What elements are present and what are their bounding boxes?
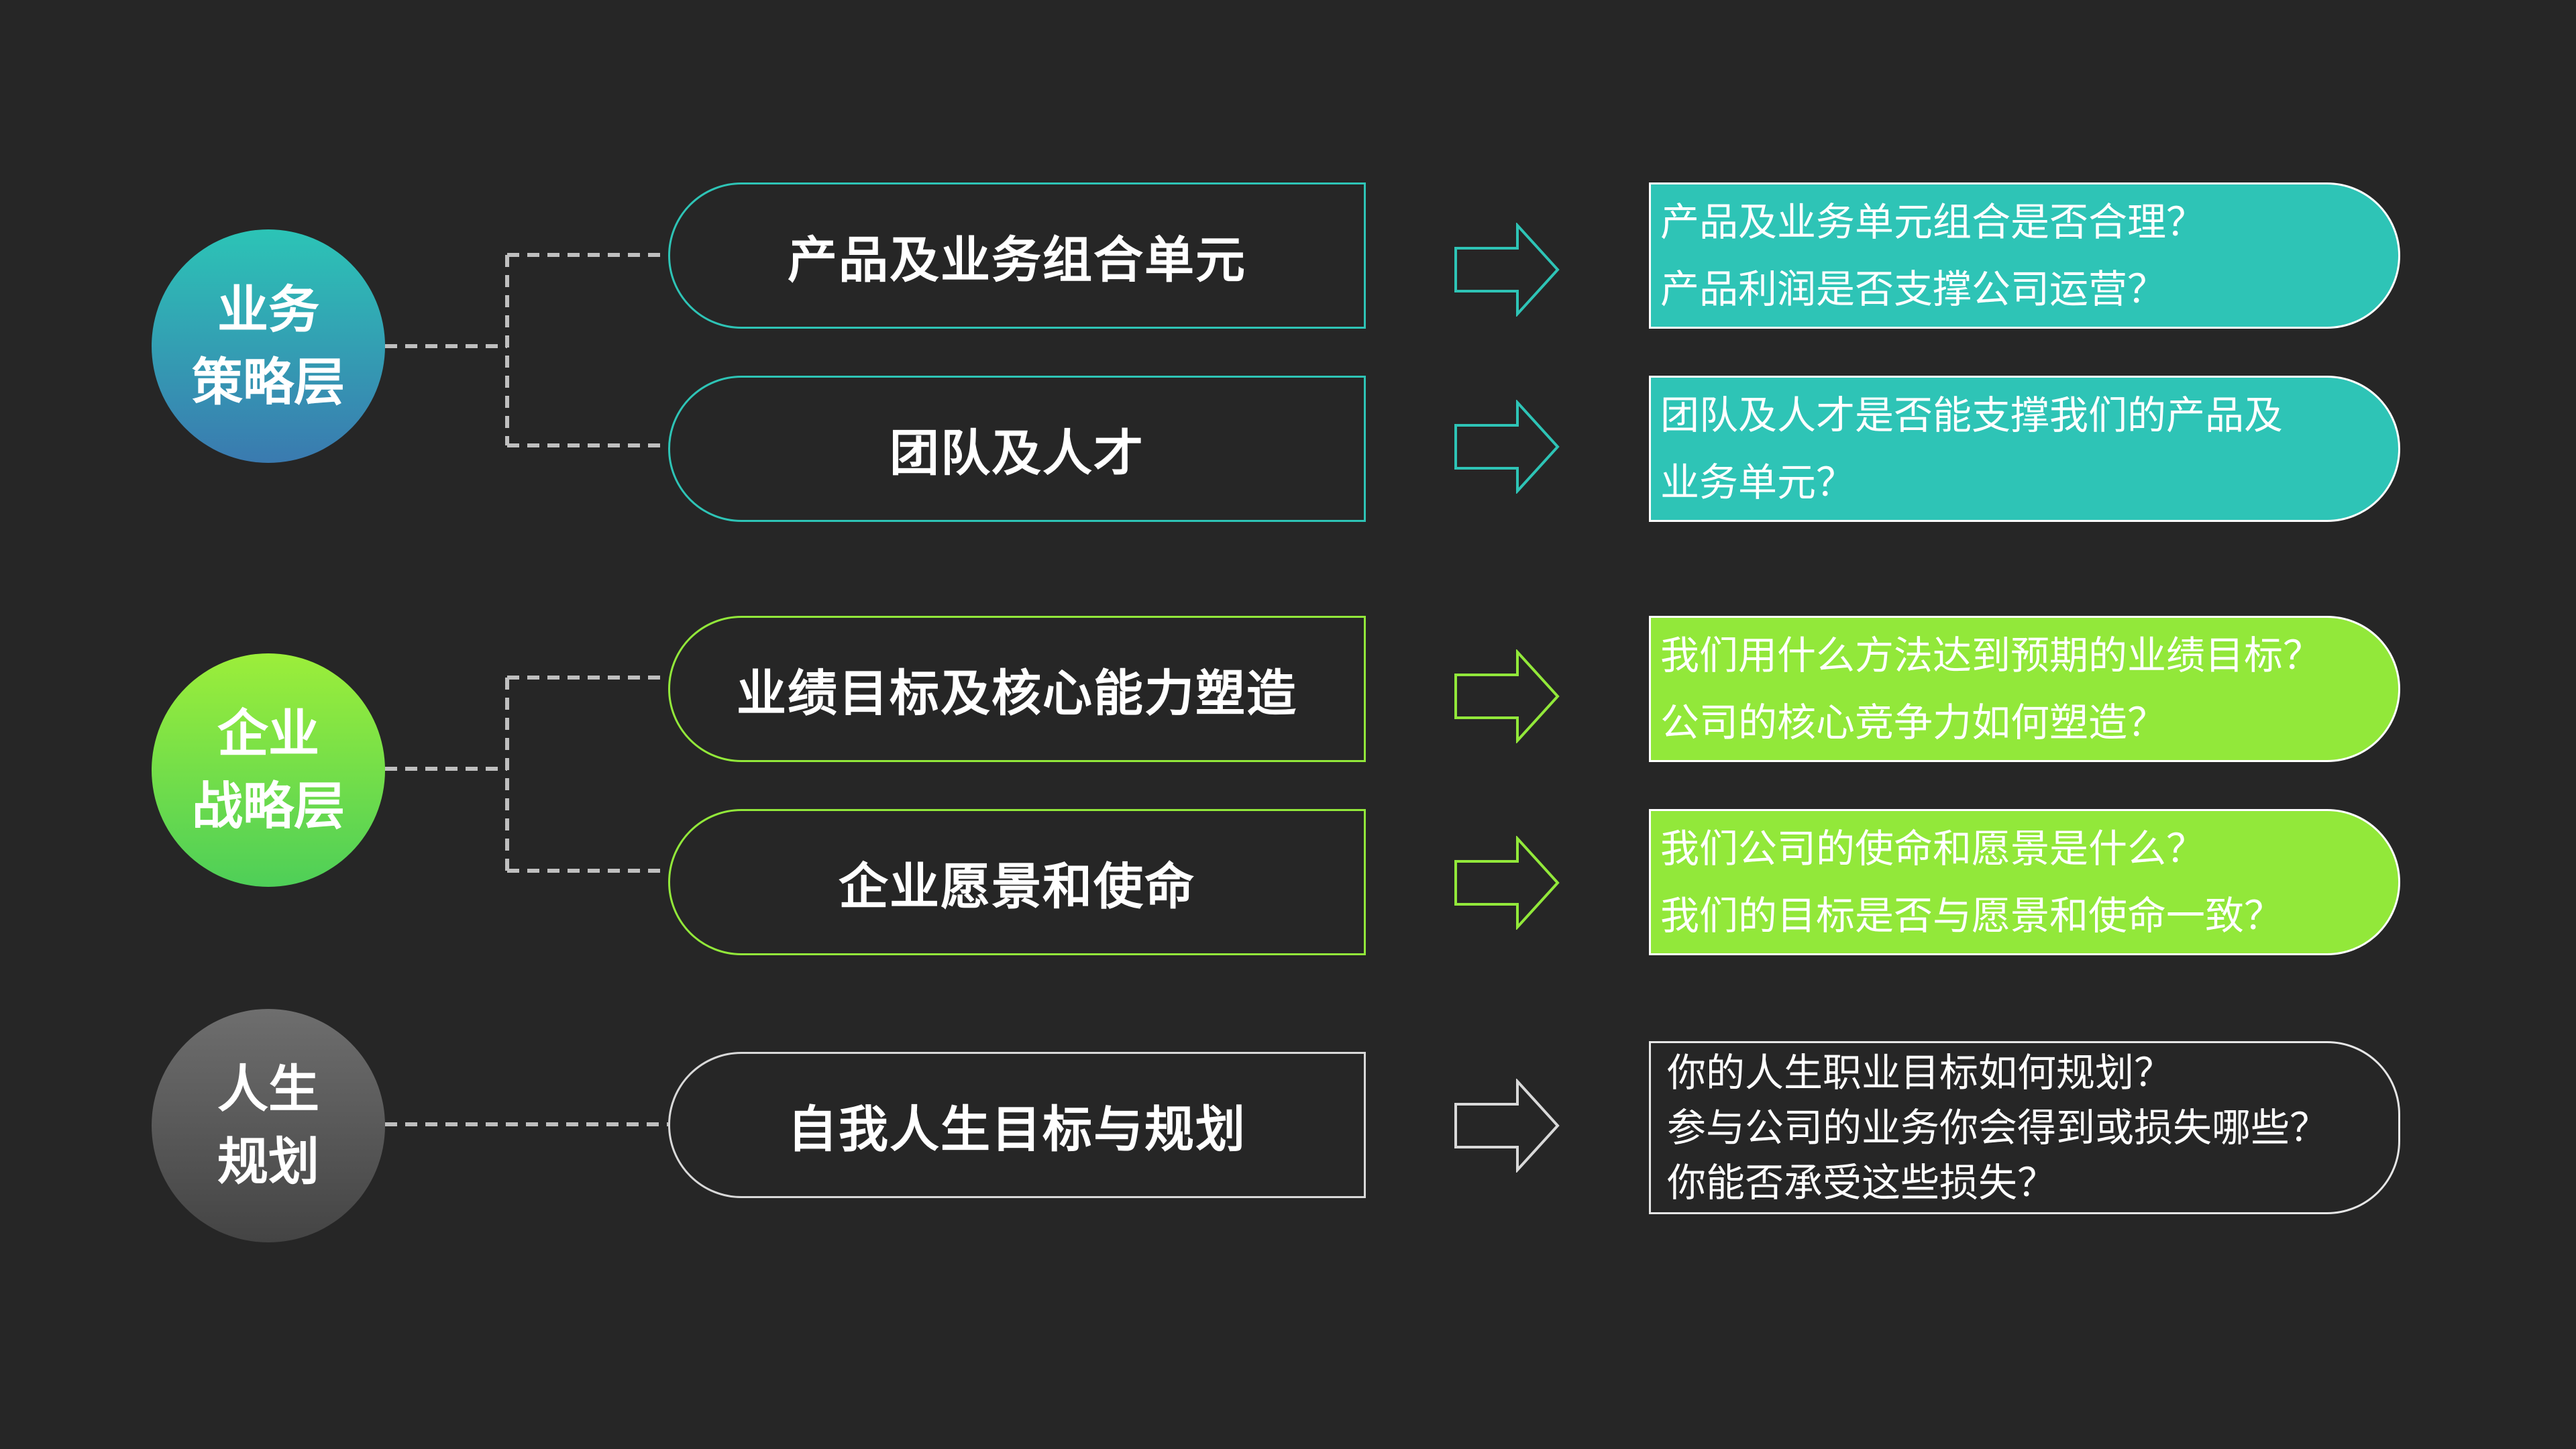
- question-box-product-portfolio: 产品及业务单元组合是否合理？ 产品利润是否支撑公司运营？: [1649, 182, 2400, 329]
- connector-business-strategy: [385, 253, 668, 447]
- question-line: 你能否承受这些损失？: [1667, 1160, 2057, 1205]
- right-arrow-icon: [1454, 649, 1560, 743]
- question-line: 产品及业务单元组合是否合理？: [1660, 199, 2206, 245]
- question-line: 产品利润是否支撑公司运营？: [1660, 266, 2167, 312]
- topic-box-team-talent: 团队及人才: [668, 376, 1366, 522]
- topic-box-product-portfolio: 产品及业务组合单元: [668, 182, 1366, 329]
- right-arrow-icon: [1454, 836, 1560, 930]
- topic-label: 团队及人才: [890, 424, 1144, 482]
- question-box-team-talent: 团队及人才是否能支撑我们的产品及 业务单元？: [1649, 376, 2400, 522]
- layer-name-line: 策略层: [192, 352, 345, 412]
- topic-label: 企业愿景和使命: [839, 857, 1195, 916]
- layer-name-line: 业务: [217, 280, 319, 340]
- arrow-shape: [1454, 1079, 1560, 1173]
- question-line: 业务单元？: [1660, 460, 1856, 505]
- arrow-shape: [1454, 400, 1560, 494]
- question-line: 参与公司的业务你会得到或损失哪些？: [1667, 1105, 2329, 1150]
- layer-name-line: 战略层: [192, 776, 345, 836]
- question-line: 团队及人才是否能支撑我们的产品及: [1660, 392, 2284, 438]
- layer-circle-business-strategy: 业务 策略层: [152, 229, 385, 463]
- arrow-shape: [1454, 836, 1560, 930]
- topic-box-personal-goals: 自我人生目标与规划: [668, 1052, 1366, 1198]
- topic-label: 自我人生目标与规划: [788, 1100, 1246, 1159]
- question-box-performance-capability: 我们用什么方法达到预期的业绩目标？ 公司的核心竞争力如何塑造？: [1649, 616, 2400, 762]
- arrow-shape: [1454, 649, 1560, 743]
- layer-name-line: 企业: [217, 704, 319, 764]
- question-box-vision-mission: 我们公司的使命和愿景是什么？ 我们的目标是否与愿景和使命一致？: [1649, 809, 2400, 955]
- layer-circle-enterprise-strategy: 企业 战略层: [152, 653, 385, 887]
- layer-name-line: 规划: [217, 1132, 319, 1191]
- arrow-shape: [1454, 223, 1560, 317]
- topic-box-vision-mission: 企业愿景和使命: [668, 809, 1366, 955]
- question-line: 我们用什么方法达到预期的业绩目标？: [1660, 633, 2322, 678]
- right-arrow-icon: [1454, 223, 1560, 317]
- topic-box-performance-capability: 业绩目标及核心能力塑造: [668, 616, 1366, 762]
- layer-name-line: 人生: [217, 1059, 319, 1120]
- right-arrow-icon: [1454, 1079, 1560, 1173]
- question-line: 你的人生职业目标如何规划？: [1667, 1050, 2174, 1095]
- connector-enterprise-strategy: [385, 676, 668, 873]
- right-arrow-icon: [1454, 400, 1560, 494]
- question-line: 公司的核心竞争力如何塑造？: [1660, 700, 2167, 745]
- question-box-personal-goals: 你的人生职业目标如何规划？ 参与公司的业务你会得到或损失哪些？ 你能否承受这些损…: [1649, 1041, 2400, 1214]
- question-line: 我们公司的使命和愿景是什么？: [1660, 826, 2206, 871]
- topic-label: 业绩目标及核心能力塑造: [737, 664, 1297, 722]
- topic-label: 产品及业务组合单元: [788, 231, 1246, 289]
- question-line: 我们的目标是否与愿景和使命一致？: [1660, 893, 2284, 938]
- layer-circle-life-planning: 人生 规划: [152, 1009, 385, 1242]
